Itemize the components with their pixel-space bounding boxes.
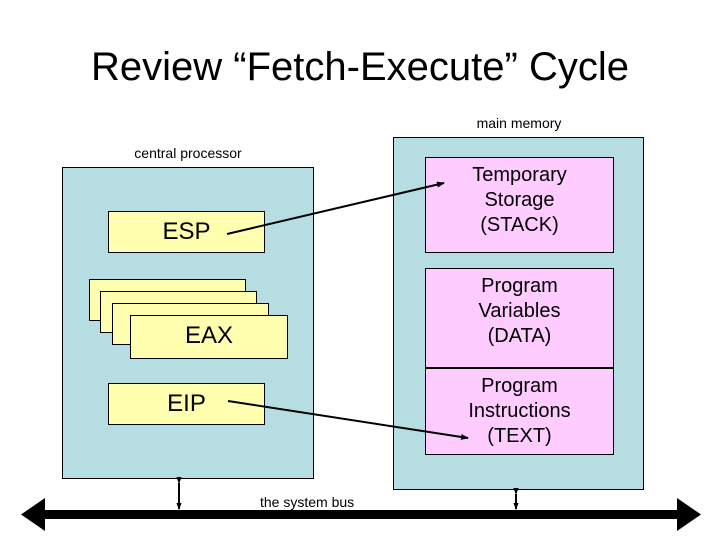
memory-segment-data[interactable]: Program Variables (DATA): [425, 268, 614, 368]
segment-line-1: Program: [481, 375, 558, 397]
segment-line-2: Storage: [484, 189, 555, 211]
memory-segment-stack[interactable]: Temporary Storage (STACK): [425, 157, 614, 253]
register-esp[interactable]: ESP: [108, 211, 265, 253]
register-eip[interactable]: EIP: [108, 383, 265, 425]
main-memory-caption: main memory: [476, 115, 562, 131]
register-eax[interactable]: EAX: [130, 315, 288, 359]
segment-line-2: Variables: [478, 300, 561, 322]
memory-segment-text[interactable]: Program Instructions (TEXT): [425, 368, 614, 455]
central-processor-caption: central processor: [134, 145, 242, 161]
segment-line-1: Temporary: [472, 164, 567, 186]
segment-line-1: Program: [481, 275, 558, 297]
segment-line-2: Instructions: [468, 400, 571, 422]
page-title: Review “Fetch-Execute” Cycle: [91, 45, 629, 89]
segment-line-3: (STACK): [480, 214, 559, 236]
segment-line-3: (TEXT): [487, 425, 552, 447]
segment-line-3: (DATA): [487, 325, 552, 347]
system-bus-label: the system bus: [260, 494, 355, 510]
